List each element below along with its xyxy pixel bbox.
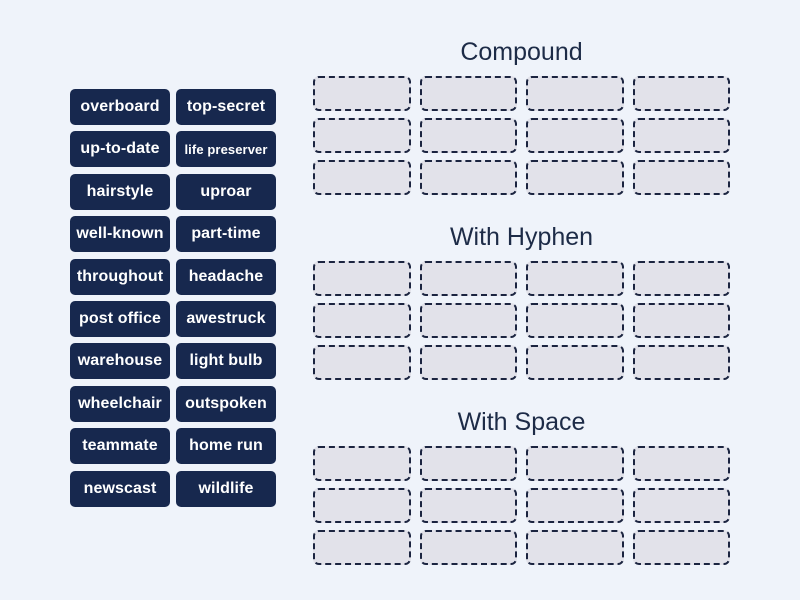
drop-slot[interactable] xyxy=(313,446,411,481)
drop-slot[interactable] xyxy=(526,530,624,565)
drop-slot[interactable] xyxy=(526,118,624,153)
drop-slot[interactable] xyxy=(419,76,517,111)
drop-slot[interactable] xyxy=(419,530,517,565)
drop-slot[interactable] xyxy=(313,345,411,380)
drop-slot[interactable] xyxy=(632,530,730,565)
drop-slot[interactable] xyxy=(419,488,517,523)
drop-slot[interactable] xyxy=(419,160,517,195)
word-tile[interactable]: warehouse xyxy=(70,343,170,380)
slot-grid-with-space xyxy=(313,446,730,565)
drop-slot[interactable] xyxy=(419,261,517,296)
group-with-hyphen: With Hyphen xyxy=(313,221,730,380)
drop-slot[interactable] xyxy=(419,303,517,338)
drop-slot[interactable] xyxy=(313,160,411,195)
drop-slot[interactable] xyxy=(313,303,411,338)
word-tile[interactable]: awestruck xyxy=(176,300,276,337)
drop-slot[interactable] xyxy=(526,261,624,296)
word-tile[interactable]: newscast xyxy=(70,470,170,507)
word-tile[interactable]: home run xyxy=(176,428,276,465)
drop-slot[interactable] xyxy=(526,160,624,195)
word-tile[interactable]: post office xyxy=(70,300,170,337)
group-title-with-space: With Space xyxy=(457,408,586,436)
word-tile[interactable]: top-secret xyxy=(176,89,276,125)
drop-slot[interactable] xyxy=(632,488,730,523)
word-tile[interactable]: wheelchair xyxy=(70,385,170,422)
drop-slot[interactable] xyxy=(632,76,730,111)
drop-slot[interactable] xyxy=(313,76,411,111)
drop-slot[interactable] xyxy=(313,118,411,153)
word-tile[interactable]: part-time xyxy=(176,216,276,253)
word-tile[interactable]: wildlife xyxy=(176,470,276,507)
drop-slot[interactable] xyxy=(632,446,730,481)
slot-grid-compound xyxy=(313,76,730,195)
drop-slot[interactable] xyxy=(526,488,624,523)
group-with-space: With Space xyxy=(313,406,730,565)
word-tile[interactable]: life preserver xyxy=(176,131,276,168)
drop-slot[interactable] xyxy=(526,76,624,111)
group-title-compound: Compound xyxy=(460,38,583,66)
word-tile[interactable]: hairstyle xyxy=(70,173,170,210)
word-tile[interactable]: light bulb xyxy=(176,343,276,380)
drop-slot[interactable] xyxy=(526,303,624,338)
drop-slot[interactable] xyxy=(632,303,730,338)
drop-slot[interactable] xyxy=(313,488,411,523)
word-tile[interactable]: well-known xyxy=(70,216,170,253)
word-tile[interactable]: outspoken xyxy=(176,385,276,422)
word-tile[interactable]: overboard xyxy=(70,89,170,125)
drop-slot[interactable] xyxy=(632,160,730,195)
drop-slot[interactable] xyxy=(632,345,730,380)
drop-slot[interactable] xyxy=(419,118,517,153)
drop-slot[interactable] xyxy=(313,530,411,565)
category-groups: Compound With Hyphen With Space xyxy=(313,36,730,591)
group-title-with-hyphen: With Hyphen xyxy=(449,223,594,251)
word-tile[interactable]: throughout xyxy=(70,258,170,295)
word-tile[interactable]: headache xyxy=(176,258,276,295)
word-tile[interactable]: up-to-date xyxy=(70,131,170,168)
drop-slot[interactable] xyxy=(632,118,730,153)
word-tile[interactable]: uproar xyxy=(176,173,276,210)
drop-slot[interactable] xyxy=(313,261,411,296)
drop-slot[interactable] xyxy=(526,446,624,481)
group-compound: Compound xyxy=(313,36,730,195)
drop-slot[interactable] xyxy=(419,446,517,481)
slot-grid-with-hyphen xyxy=(313,261,730,380)
word-tile[interactable]: teammate xyxy=(70,428,170,465)
drop-slot[interactable] xyxy=(632,261,730,296)
drop-slot[interactable] xyxy=(419,345,517,380)
drop-slot[interactable] xyxy=(526,345,624,380)
